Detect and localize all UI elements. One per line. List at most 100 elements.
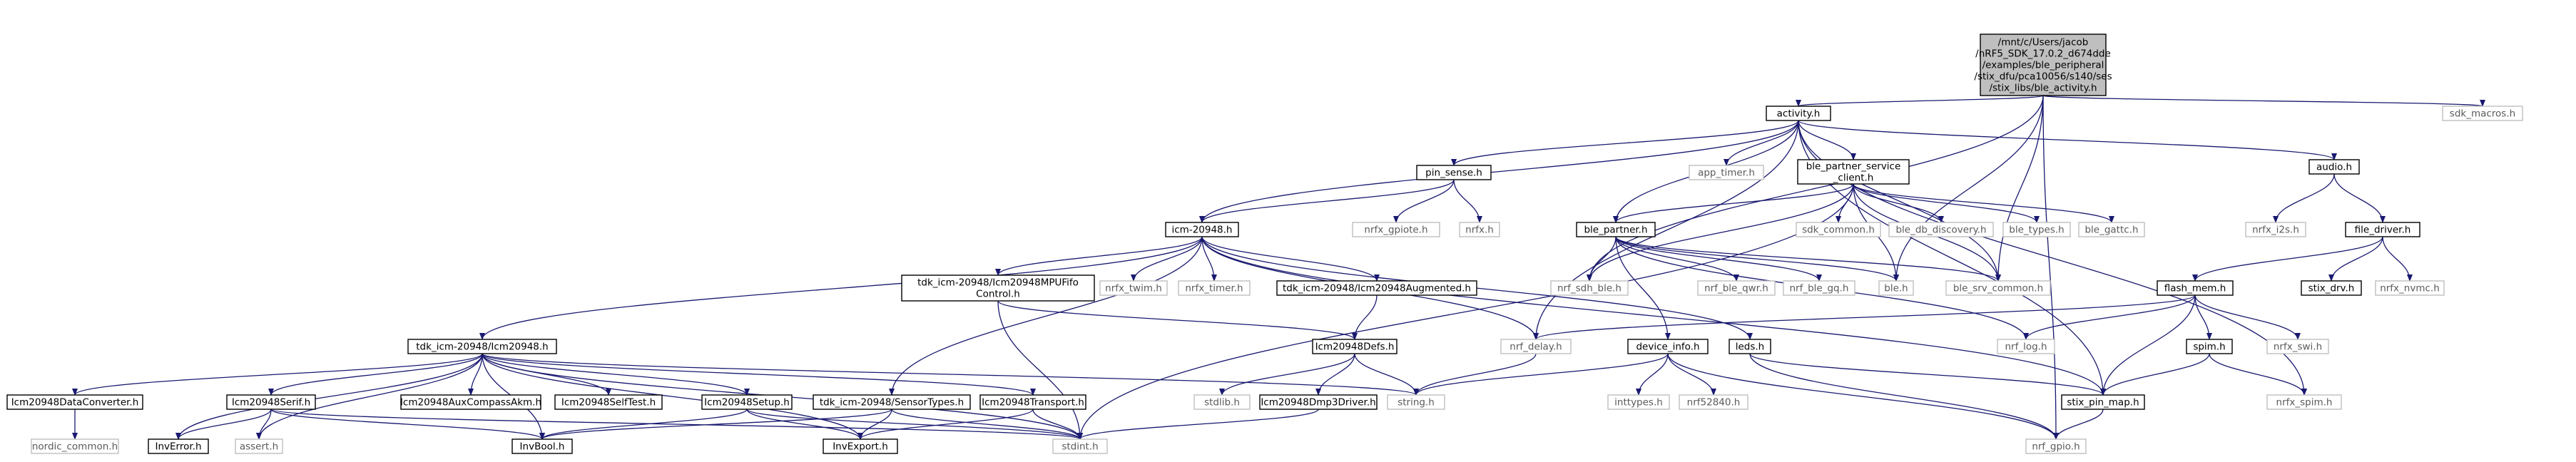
edge-activity-to-ble_srv_common [1798, 120, 2001, 282]
node-root[interactable]: /mnt/c/Users/jacob/nRF5_SDK_17.0.2_d674d… [1974, 34, 2112, 96]
edge-device_info-to-nrf_gpio [1667, 353, 2059, 440]
edge-sensortypes-to-invbool [539, 409, 892, 440]
node-box [1980, 34, 2107, 96]
edge-bps_client-to-ble_gattc [1853, 183, 2114, 223]
node-nrfx-spim: nrfx_spim.h [2266, 394, 2342, 410]
edge-activity-to-bps_client [1798, 120, 1856, 160]
node-label: nrf_log.h [2005, 342, 2047, 353]
node-ble-types: ble_types.h [2002, 222, 2071, 237]
node-label: nrfx_swi.h [2274, 342, 2322, 353]
node-serif[interactable]: Icm20948Serif.h [226, 394, 316, 410]
node-label: Icm20948Setup.h [704, 397, 790, 409]
node-ble-partner[interactable]: ble_partner.h [1576, 222, 1656, 237]
node-inverror[interactable]: InvError.h [148, 438, 209, 454]
edge-device_info-to-nrf52840 [1667, 353, 1716, 396]
edge-bps_client-to-nrf_sdh_ble [1587, 183, 1854, 282]
node-label: Icm20948SelfTest.h [561, 397, 656, 409]
node-box [1165, 222, 1239, 237]
edge-icm20948-to-augmented [1201, 236, 1380, 282]
node-dmp3[interactable]: Icm20948Dmp3Driver.h [1259, 394, 1378, 410]
edge-flash_mem-to-stix_pin_map [2100, 294, 2196, 396]
edge-flash_mem-to-nrf_log [2023, 294, 2196, 340]
node-label: nrfx_nvmc.h [2380, 283, 2440, 294]
node-setup[interactable]: Icm20948Setup.h [701, 394, 793, 410]
node-label: nrfx_twim.h [1105, 283, 1162, 294]
edge-setup-to-stdint [746, 409, 1083, 440]
node-box [1352, 222, 1440, 237]
node-label: app_timer.h [1698, 168, 1755, 179]
node-dataconv[interactable]: Icm20948DataConverter.h [6, 394, 143, 410]
edge-activity-to-icm20948 [1199, 120, 1799, 223]
node-leds[interactable]: leds.h [1729, 339, 1771, 354]
node-flash-mem[interactable]: flash_mem.h [2157, 280, 2234, 296]
graph-edges [72, 95, 2485, 440]
node-label: nrfx_gpiote.h [1364, 225, 1427, 236]
node-selftest[interactable]: Icm20948SelfTest.h [554, 394, 663, 410]
edge-defs-to-string [1354, 353, 1419, 396]
node-ble: ble.h [1878, 280, 1914, 296]
edge-file_driver-to-stix_drv [2328, 236, 2383, 282]
node-defs[interactable]: Icm20948Defs.h [1312, 339, 1398, 354]
edge-ble_partner-to-nrf_ble_gq [1615, 236, 1822, 282]
edge-leds-to-stix_pin_map [1749, 353, 2106, 396]
node-audio[interactable]: audio.h [2308, 159, 2360, 175]
edge-activity-to-pin_sense [1451, 120, 1799, 166]
node-nrf52840: nrf52840.h [1679, 394, 1748, 410]
node-nrfx-swi: nrfx_swi.h [2266, 339, 2329, 354]
edge-pin_sense-to-nrfx [1453, 179, 1482, 223]
node-box [1607, 394, 1670, 410]
node-label: tdk_icm-20948/Icm20948.h [416, 342, 548, 353]
node-augmented[interactable]: tdk_icm-20948/Icm20948Augmented.h [1276, 280, 1477, 296]
node-ble-db-discovery: ble_db_discovery.h [1888, 222, 1994, 237]
node-pin-sense[interactable]: pin_sense.h [1416, 165, 1492, 180]
node-label: ble_partner_service [1806, 161, 1901, 173]
node-box [1193, 394, 1251, 410]
node-invexport[interactable]: InvExport.h [823, 438, 898, 454]
node-stix-pin-map[interactable]: stix_pin_map.h [2061, 394, 2145, 410]
node-label: tdk_icm-20948/Icm20948MPUFifo [917, 277, 1079, 289]
node-spim[interactable]: spim.h [2186, 339, 2233, 354]
node-box [1550, 280, 1629, 296]
edge-stix_pin_map-to-nrf_gpio [2053, 409, 2104, 440]
edge-tdk_icm-to-inverror [175, 353, 483, 440]
edge-root-to-ble_srv_common [1995, 95, 2044, 282]
node-label: nrfx_timer.h [1185, 283, 1243, 294]
node-box [2245, 222, 2306, 237]
node-label: nrfx.h [1465, 225, 1494, 236]
node-label: /nRF5_SDK_17.0.2_d674dde [1975, 48, 2111, 60]
edge-bps_client-to-ble_db_discovery [1853, 183, 1944, 223]
node-nrf-log: nrf_log.h [1997, 339, 2055, 354]
node-app-timer: app_timer.h [1689, 165, 1764, 180]
node-label: nrf_ble_gq.h [1790, 283, 1849, 294]
node-label: InvError.h [155, 441, 201, 453]
node-stix-drv[interactable]: stix_drv.h [2301, 280, 2362, 296]
edge-bps_client-to-ble_types [1853, 183, 2040, 223]
node-label: nrf_delay.h [1510, 342, 1562, 353]
node-box [901, 274, 1095, 302]
node-label: _client.h [1833, 173, 1874, 184]
node-label: pin_sense.h [1425, 168, 1482, 179]
node-tdk-icm[interactable]: tdk_icm-20948/Icm20948.h [407, 339, 557, 354]
node-sdk-macros: sdk_macros.h [2442, 106, 2523, 121]
node-file-driver[interactable]: file_driver.h [2345, 222, 2420, 237]
node-box [1783, 280, 1855, 296]
node-sensortypes[interactable]: tdk_icm-20948/SensorTypes.h [813, 394, 971, 410]
node-invbool[interactable]: InvBool.h [511, 438, 573, 454]
node-box [1312, 339, 1398, 354]
node-icm20948[interactable]: icm-20948.h [1165, 222, 1239, 237]
node-nrfx-i2s: nrfx_i2s.h [2245, 222, 2306, 237]
node-activity[interactable]: activity.h [1766, 106, 1831, 121]
node-box [2186, 339, 2233, 354]
node-device-info[interactable]: device_info.h [1627, 339, 1709, 354]
edge-ble_partner-to-nrf_ble_qwr [1615, 236, 1739, 282]
node-box [31, 438, 119, 454]
node-box [2442, 106, 2523, 121]
node-bps-client[interactable]: ble_partner_service_client.h [1797, 159, 1910, 185]
node-auxcompass[interactable]: Icm20948AuxCompassAkm.h [400, 394, 541, 410]
edge-tdk_icm-to-assert [256, 353, 483, 440]
node-transport[interactable]: Icm20948Transport.h [979, 394, 1086, 410]
node-box [1500, 339, 1572, 354]
node-label: ble_gattc.h [2084, 225, 2138, 236]
node-label: flash_mem.h [2164, 283, 2226, 294]
